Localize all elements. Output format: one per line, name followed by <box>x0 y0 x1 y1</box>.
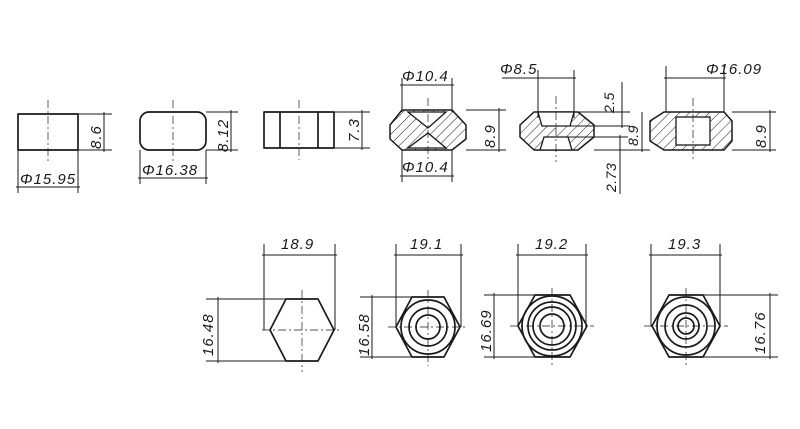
stage-4-top-diameter-label: Φ10.4 <box>402 68 449 85</box>
hex-view-1: 18.9 16.48 <box>200 236 342 372</box>
hex-view-2: 19.1 16.58 <box>356 236 468 366</box>
stage-4-indented-section: Φ10.4 Φ10.4 8.9 <box>389 68 506 182</box>
hex-view-4: 19.3 16.76 <box>644 236 778 366</box>
hex-1-height-label: 16.48 <box>200 313 217 356</box>
stage-3-height-label: 7.3 <box>346 118 363 142</box>
stage-5-upper-dim-label: 2.5 <box>601 92 617 114</box>
stage-1-diameter-label: Φ15.95 <box>20 171 76 188</box>
stage-5-deep-indent-section: Φ8.5 2.5 8.9 2.73 <box>500 61 650 194</box>
hex-3-height-label: 16.69 <box>478 309 495 352</box>
stage-3-upset-blank: 7.3 <box>263 100 370 160</box>
hex-2-width-label: 19.1 <box>410 236 443 253</box>
upper-indent <box>406 111 448 129</box>
stage-4-height-label: 8.9 <box>482 124 499 148</box>
stage-2-diameter-label: Φ16.38 <box>142 162 198 179</box>
stage-1-height-label: 8.6 <box>88 125 105 149</box>
stage-2-height-label: 8.12 <box>215 119 232 152</box>
stage-5-lower-dim-label: 2.73 <box>603 163 619 193</box>
hex-4-height-label: 16.76 <box>752 311 769 354</box>
hex-3-width-label: 19.2 <box>535 236 568 253</box>
stage-4-bottom-diameter-label: Φ10.4 <box>402 159 449 176</box>
stage-6-pierced-section: Φ16.09 8.9 <box>649 61 776 162</box>
stage-6-height-label: 8.9 <box>753 124 770 148</box>
stage-6-diameter-label: Φ16.09 <box>706 61 762 78</box>
stage-2-squared-blank: Φ16.38 8.12 <box>138 100 238 184</box>
hex-view-3: 19.2 16.69 <box>478 236 594 366</box>
stage-5-section <box>519 111 595 151</box>
stage-1-blank: Φ15.95 8.6 <box>16 100 112 193</box>
stage-5-height-label: 8.9 <box>625 125 641 146</box>
stage-5-diameter-label: Φ8.5 <box>500 61 537 78</box>
hex-1-width-label: 18.9 <box>281 236 314 253</box>
lower-indent <box>406 132 448 149</box>
hex-4-width-label: 19.3 <box>668 236 701 253</box>
hex-2-height-label: 16.58 <box>356 313 373 356</box>
